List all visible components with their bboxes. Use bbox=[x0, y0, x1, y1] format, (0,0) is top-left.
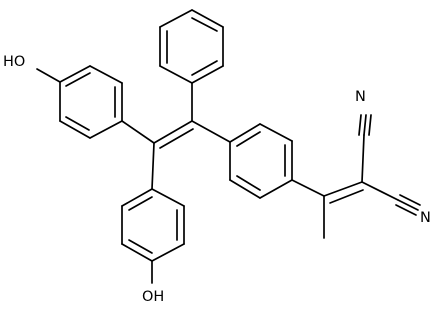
nitrile-top bbox=[358, 114, 372, 136]
dicyanovinyl-group bbox=[291, 134, 399, 239]
hydroxyl-label-bottom: OH bbox=[142, 289, 164, 305]
nitrile-n-label-top: N bbox=[355, 89, 366, 105]
ethylene-core bbox=[121, 120, 194, 190]
phenol-ring-top bbox=[59, 65, 123, 139]
nitrile-n-label-bottom: N bbox=[420, 210, 431, 226]
phenol-ring-bottom bbox=[121, 188, 185, 262]
hydroxyl-label-top: HO bbox=[3, 54, 25, 70]
phenyl-ring-top bbox=[159, 9, 224, 122]
oh-bond-top bbox=[36, 68, 61, 83]
phenylene-ring bbox=[191, 120, 293, 199]
nitrile-bottom bbox=[395, 194, 421, 216]
